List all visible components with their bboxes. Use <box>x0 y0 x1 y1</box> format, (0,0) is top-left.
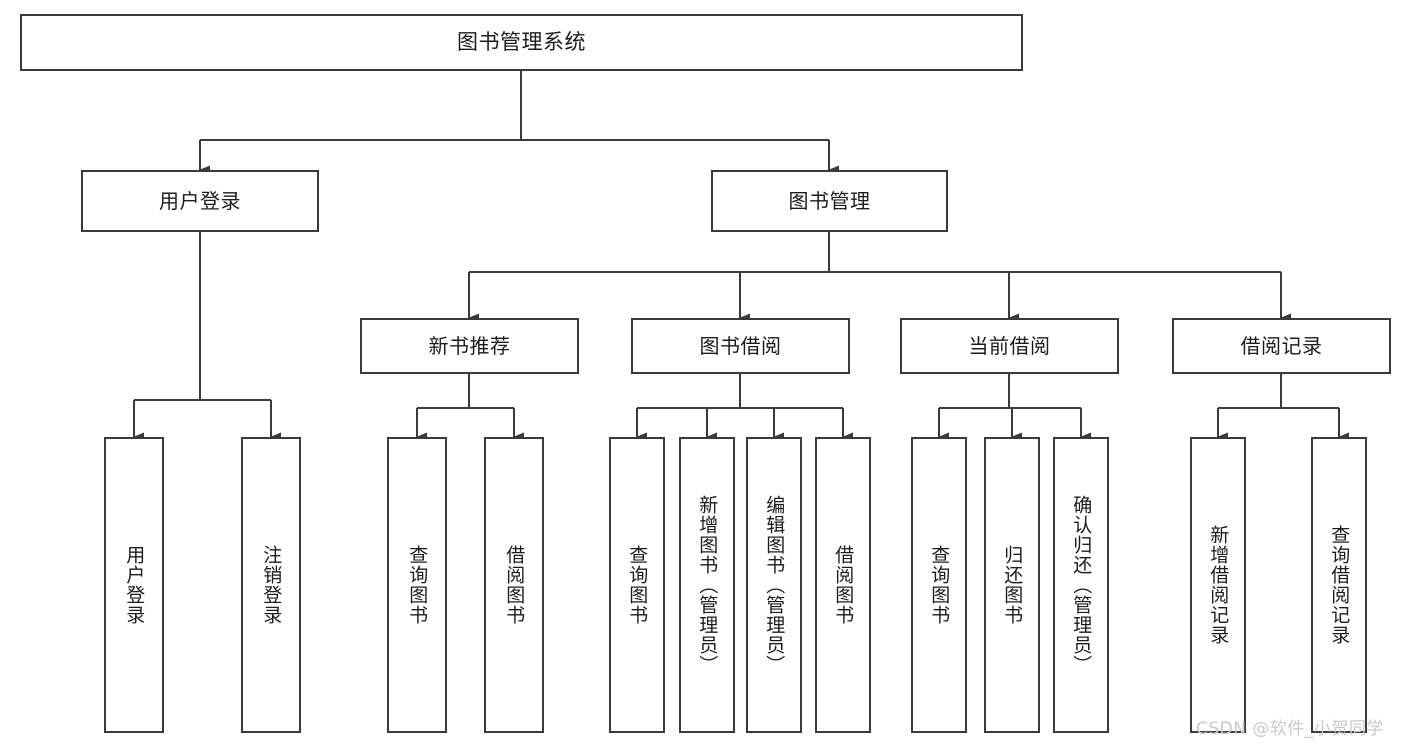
node-label: 查询图书 <box>928 545 951 625</box>
node-leaf-leaf-edit-book[interactable]: 编辑图书（管理员） <box>746 437 802 733</box>
node-l2-new-book-rec[interactable]: 新书推荐 <box>360 318 579 374</box>
node-l2-borrow-record[interactable]: 借阅记录 <box>1172 318 1391 374</box>
node-label: 新增借阅记录 <box>1207 525 1230 645</box>
node-leaf-leaf-query-book-2[interactable]: 查询图书 <box>609 437 665 733</box>
node-label: 查询图书 <box>626 545 649 625</box>
node-label: 图书借阅 <box>699 333 782 358</box>
node-leaf-leaf-user-login[interactable]: 用户登录 <box>104 437 164 733</box>
connectors-group <box>132 71 1349 442</box>
node-label: 借阅记录 <box>1240 333 1323 358</box>
node-label: 图书管理 <box>788 188 871 213</box>
node-label: 编辑图书（管理员） <box>763 495 786 675</box>
node-label: 用户登录 <box>123 545 146 625</box>
node-leaf-leaf-confirm-return[interactable]: 确认归还（管理员） <box>1053 437 1109 733</box>
node-label: 查询图书 <box>406 545 429 625</box>
node-label: 查询借阅记录 <box>1328 525 1351 645</box>
node-label: 确认归还（管理员） <box>1070 495 1093 675</box>
node-label: 新增图书（管理员） <box>696 495 719 675</box>
node-leaf-leaf-query-record[interactable]: 查询借阅记录 <box>1311 437 1367 733</box>
node-label: 用户登录 <box>159 188 241 213</box>
node-leaf-leaf-borrow-book-1[interactable]: 借阅图书 <box>484 437 544 733</box>
node-l1-user-login[interactable]: 用户登录 <box>81 170 319 232</box>
node-leaf-leaf-query-book-3[interactable]: 查询图书 <box>911 437 967 733</box>
node-label: 当前借阅 <box>968 333 1051 358</box>
node-label: 注销登录 <box>260 545 283 625</box>
node-leaf-leaf-add-book[interactable]: 新增图书（管理员） <box>679 437 735 733</box>
node-label: 借阅图书 <box>832 545 855 625</box>
node-l2-book-borrow[interactable]: 图书借阅 <box>631 318 850 374</box>
node-label: 借阅图书 <box>503 545 526 625</box>
node-leaf-leaf-borrow-book-2[interactable]: 借阅图书 <box>815 437 871 733</box>
node-leaf-leaf-add-record[interactable]: 新增借阅记录 <box>1190 437 1246 733</box>
node-leaf-leaf-user-logout[interactable]: 注销登录 <box>241 437 301 733</box>
node-leaf-leaf-query-book-1[interactable]: 查询图书 <box>387 437 447 733</box>
node-label: 图书管理系统 <box>457 29 586 54</box>
node-root-root[interactable]: 图书管理系统 <box>20 14 1023 71</box>
node-l1-book-manage[interactable]: 图书管理 <box>711 170 948 232</box>
node-label: 新书推荐 <box>428 333 511 358</box>
node-l2-current-borrow[interactable]: 当前借阅 <box>900 318 1119 374</box>
node-label: 归还图书 <box>1001 545 1024 625</box>
node-leaf-leaf-return-book[interactable]: 归还图书 <box>984 437 1040 733</box>
